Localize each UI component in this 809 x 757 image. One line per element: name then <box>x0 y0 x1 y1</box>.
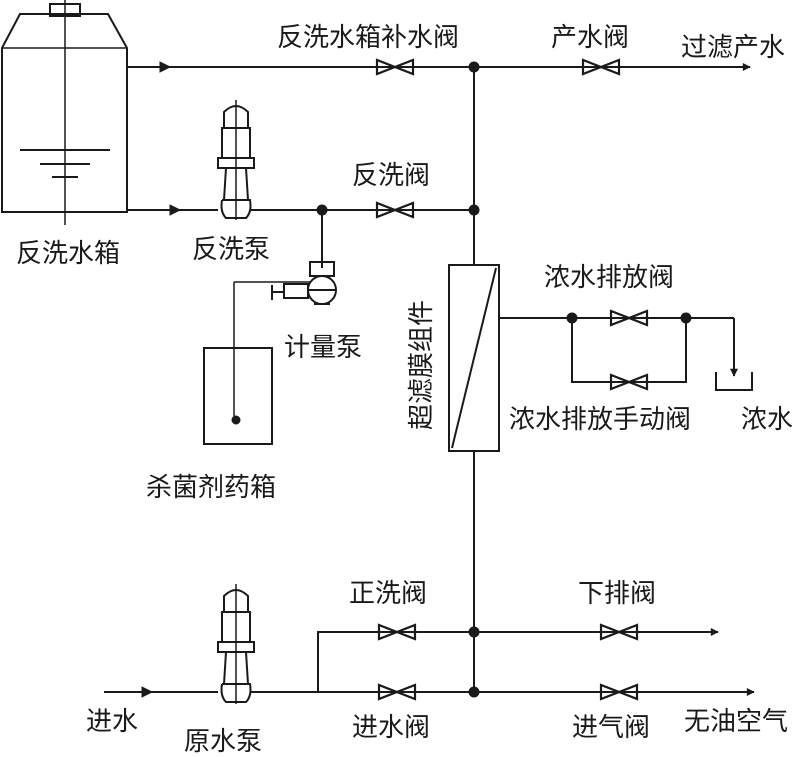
label-backwash-pump: 反洗泵 <box>192 235 270 265</box>
forward-flush-valve-symbol[interactable] <box>377 623 417 641</box>
label-inlet: 进水 <box>86 707 138 737</box>
label-raw-water-pump: 原水泵 <box>184 727 262 757</box>
top-pipe <box>127 61 751 73</box>
concentrate-discharge-valve-symbol[interactable] <box>609 309 649 327</box>
label-concentrate: 浓水 <box>741 405 793 435</box>
bottom-drain-valve-symbol[interactable] <box>599 623 639 641</box>
concentrate-manual-valve-symbol[interactable] <box>609 373 649 391</box>
forward-flush-pipe <box>317 628 719 692</box>
biocide-tank <box>203 347 273 445</box>
label-filtered-product-water: 过滤产水 <box>681 33 785 63</box>
label-metering-pump: 计量泵 <box>284 333 362 363</box>
concentrate-pipe <box>499 317 738 383</box>
junction-forward-flush <box>468 626 480 638</box>
label-bottom-drain-valve: 下排阀 <box>578 579 656 609</box>
backwash-pump <box>217 100 255 220</box>
metering-pump <box>233 210 337 420</box>
label-uf-module: 超滤膜组件 <box>407 300 437 430</box>
uf-module <box>448 264 500 452</box>
inlet-pipe <box>104 686 755 698</box>
junction-concentrate-left <box>566 312 578 324</box>
label-product-water-valve: 产水阀 <box>551 23 629 53</box>
drain-basin <box>715 372 753 391</box>
label-inlet-valve: 进水阀 <box>352 713 430 743</box>
label-concentrate-discharge-valve: 浓水排放阀 <box>544 263 674 293</box>
label-air-inlet-valve: 进气阀 <box>572 713 650 743</box>
label-oil-free-air: 无油空气 <box>684 707 788 737</box>
inlet-valve-symbol[interactable] <box>377 683 417 701</box>
raw-water-pump <box>217 584 255 704</box>
backwash-valve-symbol[interactable] <box>375 201 415 219</box>
air-inlet-valve-symbol[interactable] <box>599 683 639 701</box>
backwash-tank-refill-valve-symbol[interactable] <box>375 58 415 76</box>
label-backwash-valve: 反洗阀 <box>352 161 430 191</box>
label-backwash-tank: 反洗水箱 <box>16 239 120 269</box>
label-forward-flush-valve: 正洗阀 <box>349 579 427 609</box>
label-backwash-tank-refill-valve: 反洗水箱补水阀 <box>277 23 459 53</box>
junction-inlet <box>468 686 480 698</box>
label-concentrate-manual-valve: 浓水排放手动阀 <box>509 405 691 435</box>
junction-concentrate-right <box>680 312 692 324</box>
backwash-tank <box>0 0 128 225</box>
label-biocide-tank: 杀菌剂药箱 <box>146 473 276 503</box>
product-water-valve-symbol[interactable] <box>581 58 621 76</box>
backwash-pump-pipe <box>127 204 474 216</box>
